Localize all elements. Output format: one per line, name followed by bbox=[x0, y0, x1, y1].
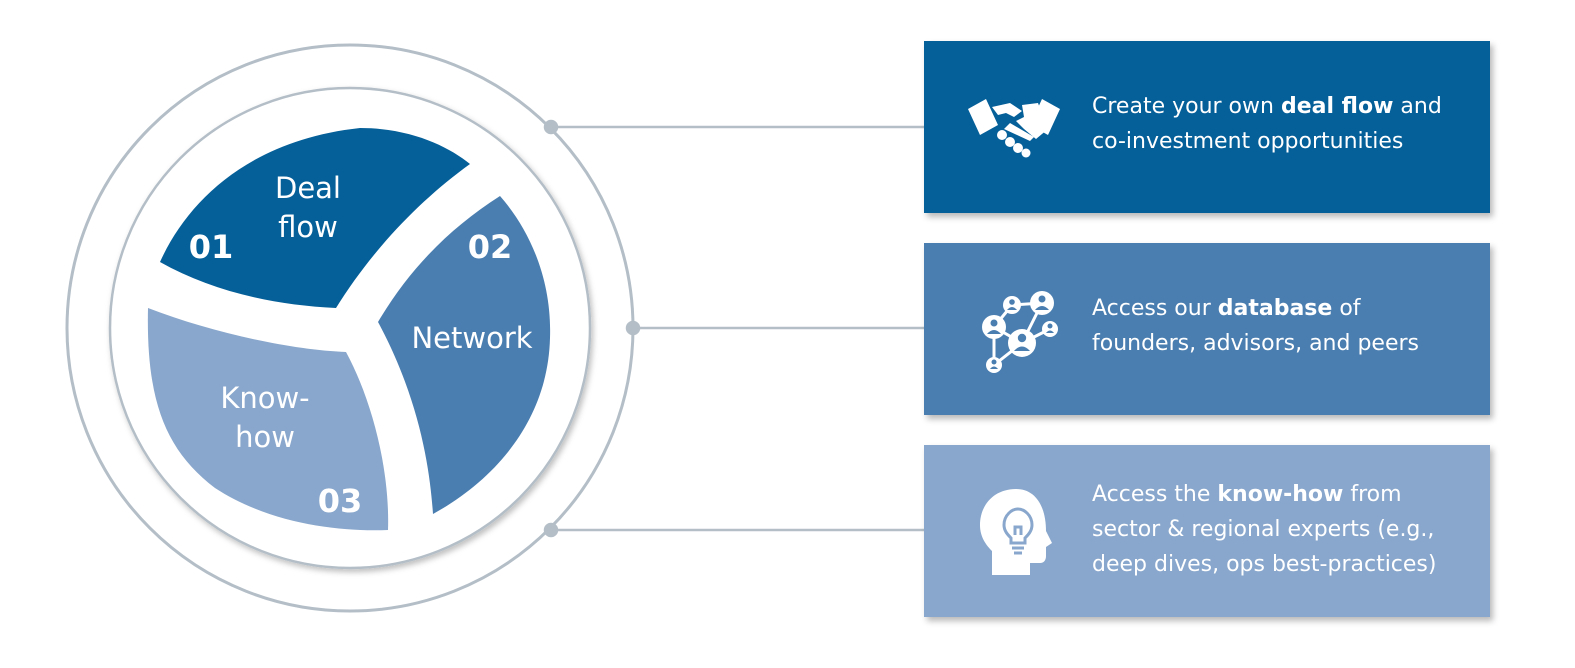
card-know-how: Access the know-how from sector & region… bbox=[924, 445, 1490, 617]
segment-network bbox=[378, 196, 551, 514]
card2-line1-pre: Access our bbox=[1092, 296, 1218, 321]
segment-label-network: Network bbox=[411, 321, 532, 355]
card1-line1-bold: deal flow bbox=[1280, 94, 1394, 119]
card-deal-flow: Create your own deal flow and co-investm… bbox=[924, 41, 1490, 213]
segment-number-02: 02 bbox=[468, 228, 513, 266]
card-text-know-how: Access the know-how from sector & region… bbox=[1092, 477, 1460, 582]
card3-line3: deep dives, ops best-practices) bbox=[1092, 552, 1437, 577]
card2-line2: founders, advisors, and peers bbox=[1092, 331, 1420, 356]
card1-line1-pre: Create your own bbox=[1092, 94, 1281, 119]
card3-line1-pre: Access the bbox=[1092, 482, 1218, 507]
card1-line2: co-investment opportunities bbox=[1092, 129, 1404, 154]
connector-dot-2 bbox=[625, 320, 641, 336]
network-people-icon bbox=[982, 291, 1058, 373]
segment-know-how bbox=[147, 308, 389, 531]
connector-dot-3 bbox=[543, 522, 559, 538]
segment-label-know-line1: Know- bbox=[220, 381, 309, 415]
card3-line1-bold: know-how bbox=[1217, 482, 1344, 507]
segment-number-03: 03 bbox=[318, 482, 363, 520]
card1-line1-post: and bbox=[1393, 94, 1442, 119]
segment-deal-flow bbox=[160, 128, 470, 308]
connector-dot-1 bbox=[543, 119, 559, 135]
connectors bbox=[543, 119, 924, 538]
segment-label-know-line2: how bbox=[235, 420, 295, 454]
segment-number-01: 01 bbox=[189, 228, 234, 266]
segment-label-deal-line1: Deal bbox=[275, 171, 341, 205]
card2-line1-bold: database bbox=[1217, 296, 1333, 321]
card-database: Access our database of founders, advisor… bbox=[924, 243, 1490, 415]
handshake-icon bbox=[968, 99, 1060, 158]
card-text-database: Access our database of founders, advisor… bbox=[1092, 291, 1460, 361]
card2-line1-post: of bbox=[1332, 296, 1361, 321]
card-text-deal-flow: Create your own deal flow and co-investm… bbox=[1092, 89, 1460, 159]
card3-line1-post: from bbox=[1343, 482, 1402, 507]
segment-label-deal-line2: flow bbox=[278, 210, 338, 244]
head-lightbulb-icon bbox=[980, 489, 1052, 575]
card3-line2: sector & regional experts (e.g., bbox=[1092, 517, 1435, 542]
